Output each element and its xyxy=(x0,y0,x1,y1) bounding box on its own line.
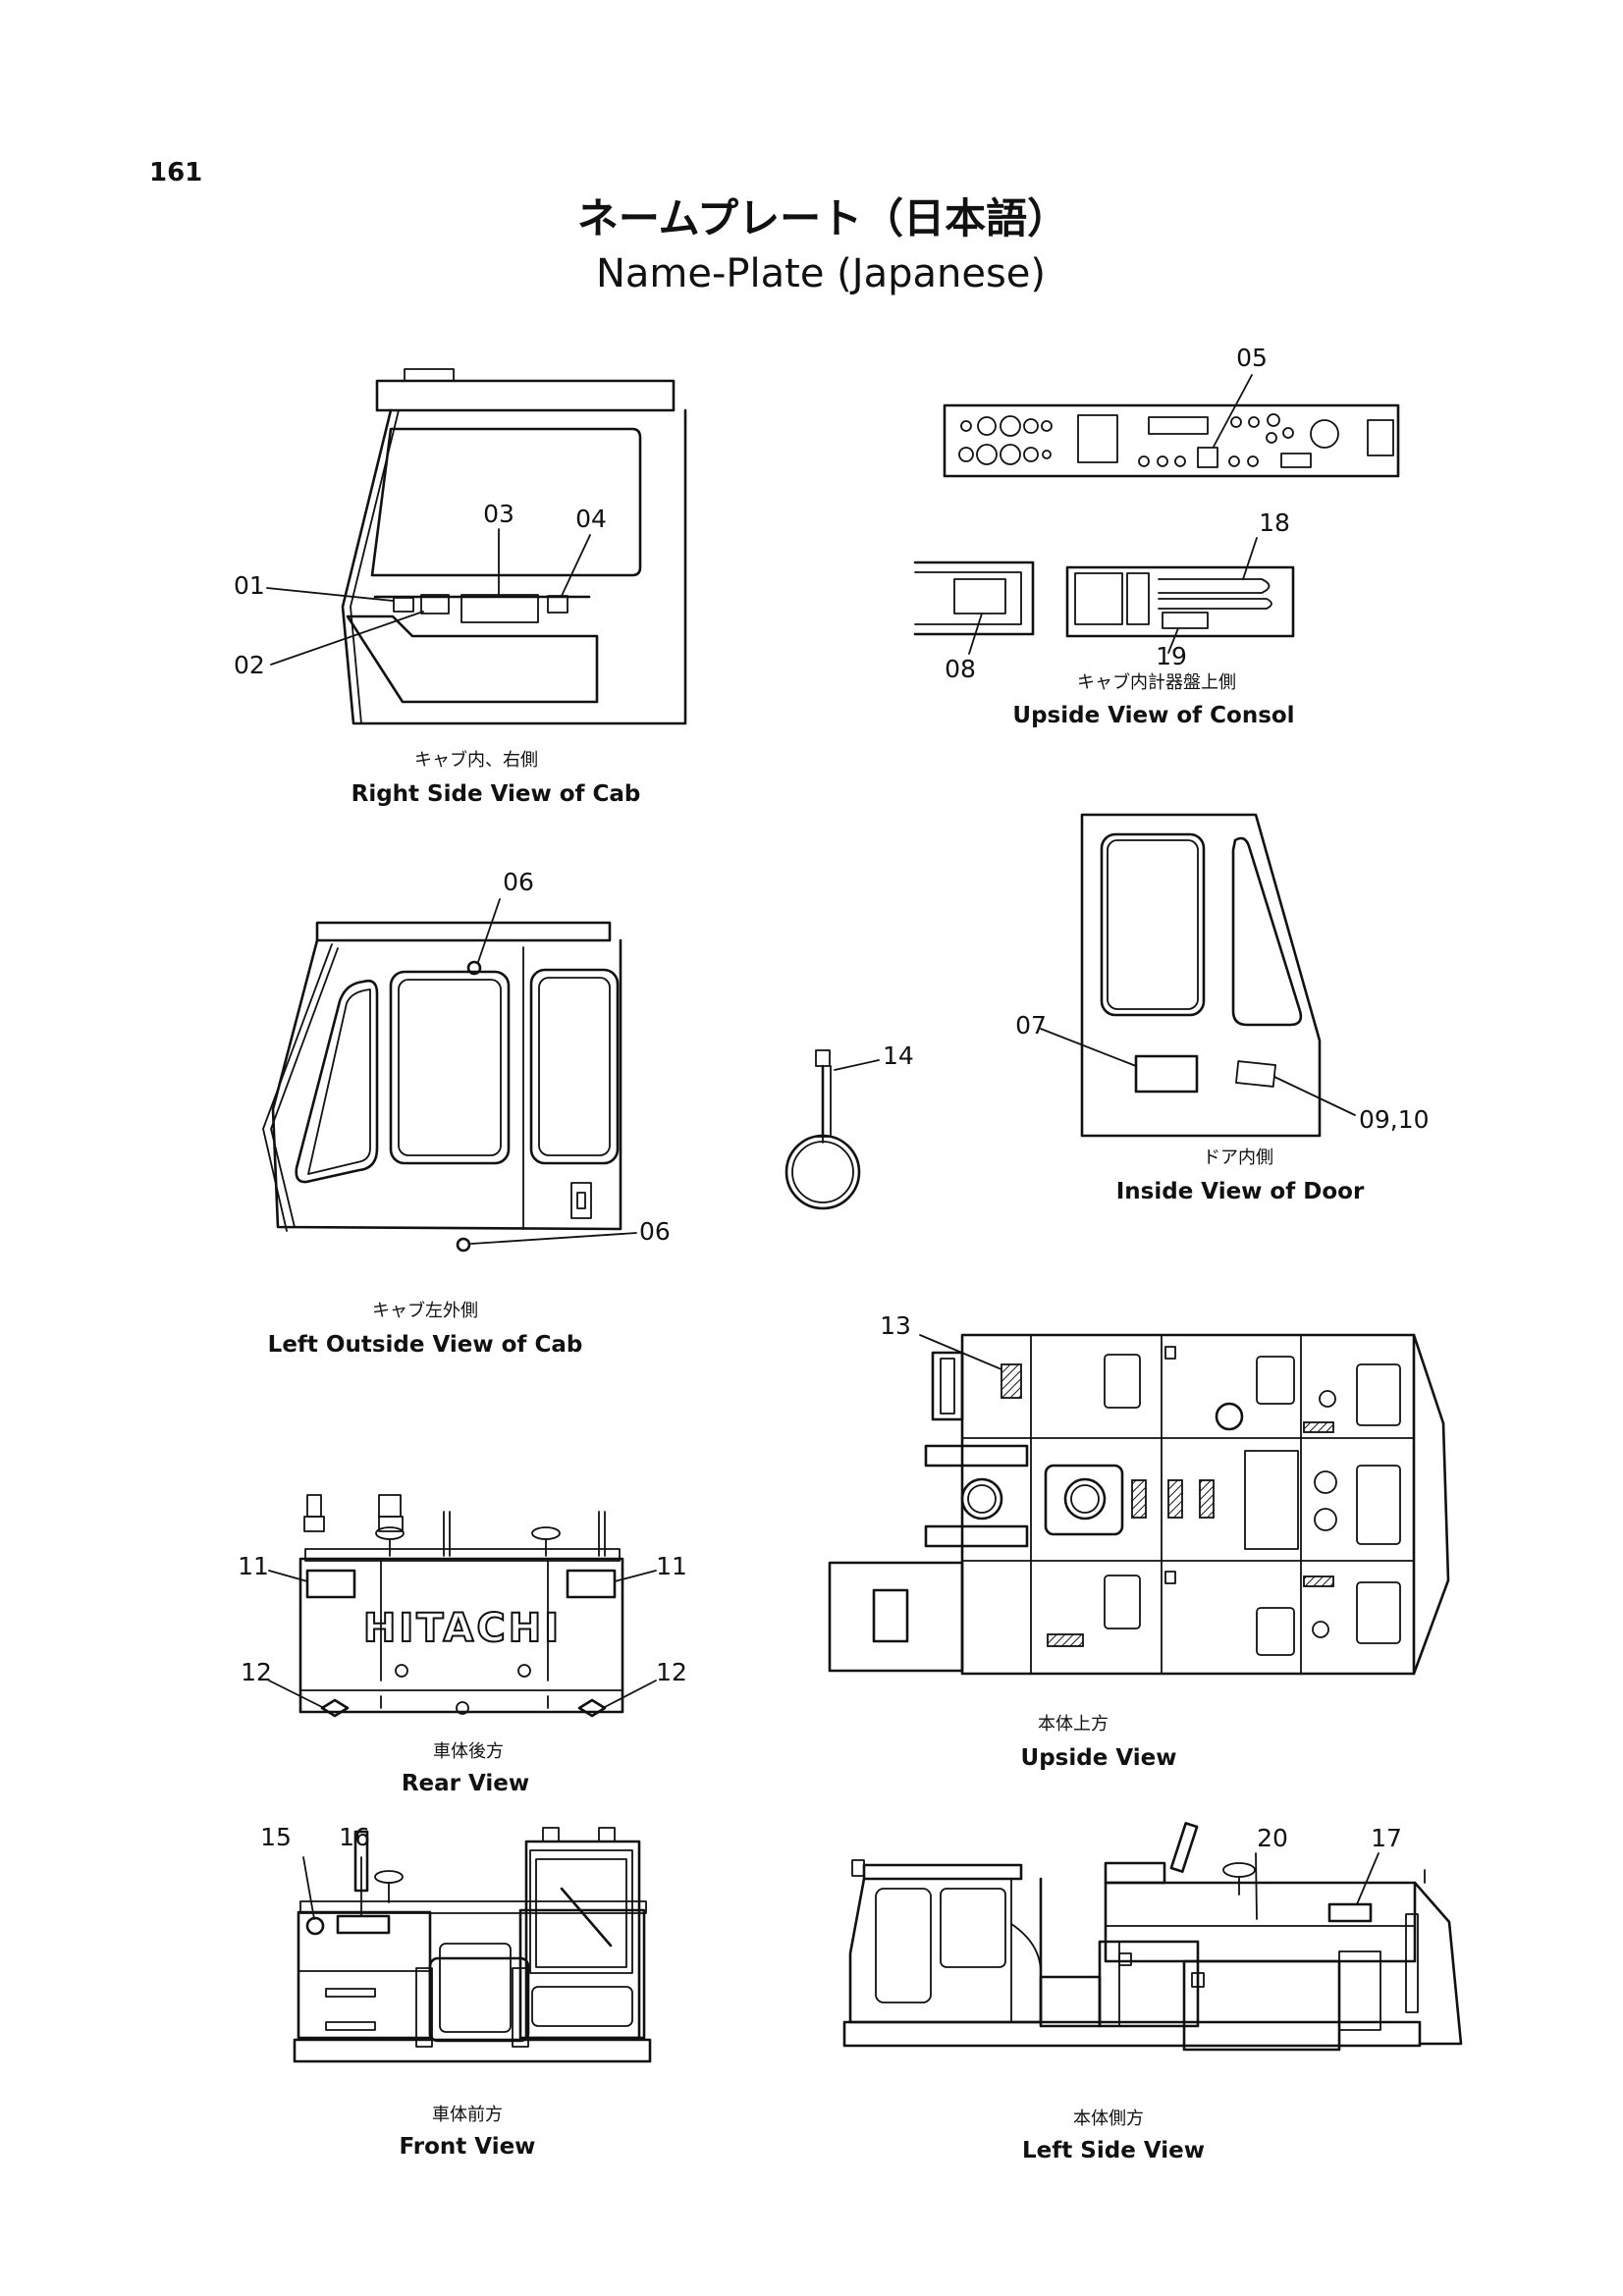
caption-en-right-side-cab: Right Side View of Cab xyxy=(352,781,641,807)
caption-jp-rear: 車体後方 xyxy=(433,1741,504,1762)
caption-jp-left-outside-cab: キャブ左外側 xyxy=(372,1300,478,1321)
caption-en-front: Front View xyxy=(400,2134,536,2160)
plate-15-icon xyxy=(305,1916,325,1936)
left-outside-cab-view xyxy=(262,898,637,1253)
callout-11-left: 11 xyxy=(238,1552,269,1580)
callout-14: 14 xyxy=(883,1041,914,1070)
caption-en-left-outside-cab: Left Outside View of Cab xyxy=(268,1332,583,1358)
plate-09-10-icon xyxy=(1235,1060,1276,1088)
callout-17: 17 xyxy=(1371,1824,1402,1852)
inside-door-view xyxy=(1040,813,1356,1138)
callout-18: 18 xyxy=(1259,508,1290,537)
front-view xyxy=(293,1827,652,2063)
caption-jp-front: 車体前方 xyxy=(432,2105,503,2125)
caption-jp-right-side-cab: キャブ内、右側 xyxy=(414,749,538,771)
plate-06-bottom-icon xyxy=(456,1237,471,1253)
right-side-cab-view xyxy=(266,368,687,725)
plate-13-icon xyxy=(1001,1363,1022,1399)
caption-jp-upside-console: キャブ内計器盤上側 xyxy=(1077,671,1236,693)
callout-11-right: 11 xyxy=(656,1552,687,1580)
callout-07: 07 xyxy=(1015,1011,1047,1040)
plate-04-icon xyxy=(547,595,568,614)
plate-07-icon xyxy=(1134,1054,1199,1094)
callout-15: 15 xyxy=(260,1823,292,1851)
plate-06-top-icon xyxy=(466,960,482,976)
caption-en-upside-console: Upside View of Consol xyxy=(1012,703,1294,728)
callout-01: 01 xyxy=(234,571,265,600)
upside-view xyxy=(828,1333,1450,1676)
plate-01-icon xyxy=(393,597,414,613)
plate-12-right-icon xyxy=(577,1698,607,1718)
console-upside-view xyxy=(913,374,1400,655)
plate-02-icon xyxy=(420,594,450,614)
ring-part-view xyxy=(784,1049,880,1210)
callout-04: 04 xyxy=(575,505,607,533)
plate-03-icon xyxy=(460,594,539,623)
callout-05: 05 xyxy=(1236,344,1268,372)
callout-12-right: 12 xyxy=(656,1658,687,1686)
callout-06-bottom: 06 xyxy=(639,1217,671,1246)
caption-jp-left-side: 本体側方 xyxy=(1073,2109,1144,2129)
caption-en-rear: Rear View xyxy=(402,1771,529,1796)
page-title-english: Name-Plate (Japanese) xyxy=(596,251,1046,296)
plate-11-right-icon xyxy=(566,1569,617,1599)
caption-jp-upside: 本体上方 xyxy=(1038,1714,1109,1735)
hitachi-logo: HITACHI xyxy=(363,1606,562,1651)
callout-06-top: 06 xyxy=(503,868,534,896)
plate-19-icon xyxy=(1162,612,1209,629)
callout-03: 03 xyxy=(483,500,514,528)
page-title-japanese: ネームプレート（日本語） xyxy=(577,194,1068,242)
plate-08-icon xyxy=(953,578,1006,614)
caption-en-upside: Upside View xyxy=(1021,1745,1177,1771)
caption-en-left-side: Left Side View xyxy=(1022,2138,1205,2163)
plate-05-icon xyxy=(1197,447,1218,468)
callout-20: 20 xyxy=(1257,1824,1288,1852)
callout-16: 16 xyxy=(339,1823,370,1851)
rear-view xyxy=(268,1494,657,1718)
callout-19: 19 xyxy=(1156,642,1187,670)
plate-12-left-icon xyxy=(320,1698,350,1718)
plate-17-icon xyxy=(1327,1902,1373,1923)
plate-11-left-icon xyxy=(305,1569,356,1599)
callout-12-left: 12 xyxy=(241,1658,272,1686)
left-side-view xyxy=(842,1822,1463,2052)
page-number: 161 xyxy=(149,158,202,187)
callout-08: 08 xyxy=(945,655,976,683)
callout-13: 13 xyxy=(880,1311,911,1340)
plate-16-icon xyxy=(336,1914,391,1935)
callout-09-10: 09,10 xyxy=(1359,1105,1430,1134)
callout-02: 02 xyxy=(234,651,265,679)
caption-jp-inside-door: ドア内側 xyxy=(1203,1148,1273,1168)
caption-en-inside-door: Inside View of Door xyxy=(1116,1179,1365,1204)
